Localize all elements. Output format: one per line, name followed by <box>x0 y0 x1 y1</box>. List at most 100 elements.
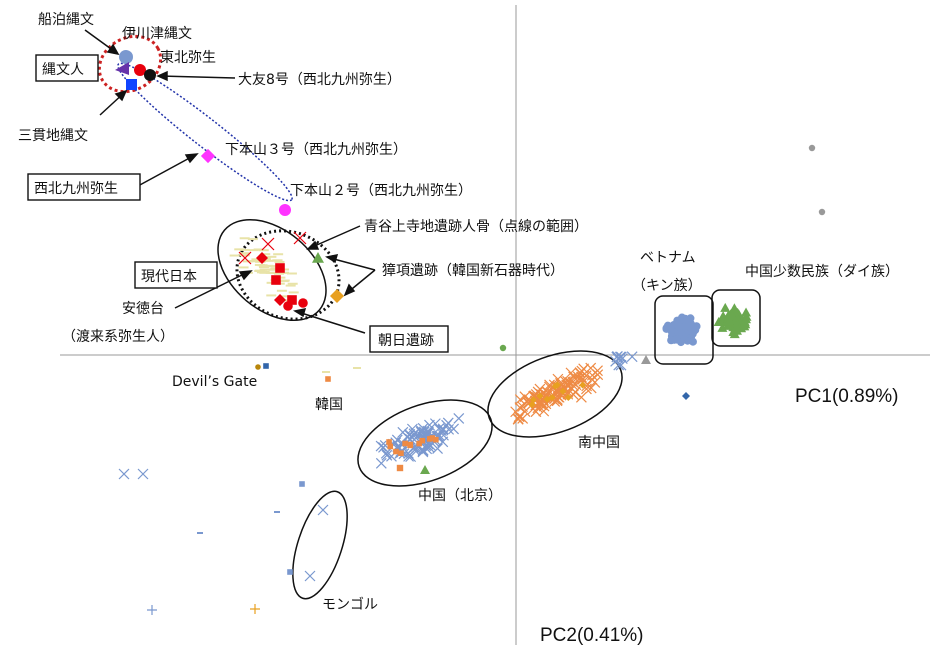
scatter-point-510 <box>299 481 305 487</box>
sanganji-label: 三貫地縄文 <box>18 128 88 144</box>
scatter-point-237 <box>510 406 522 418</box>
scatter-point-410 <box>691 326 700 335</box>
mongol-label: モンゴル <box>322 596 378 613</box>
scatter-point-493 <box>293 231 307 245</box>
scatter-point-392 <box>683 315 692 324</box>
antokudai-label-2: （渡来系弥生人） <box>62 328 174 345</box>
higashikita-point <box>134 64 146 76</box>
arrowhead-sanganji <box>114 89 128 102</box>
kinh-box <box>654 295 714 365</box>
scatter-point-290 <box>559 387 567 395</box>
scatter-point-465 <box>739 321 750 331</box>
ikawazu-point <box>115 62 129 75</box>
scatter-point-518 <box>317 504 329 516</box>
nw-kyushu-range-ellipse <box>117 62 293 202</box>
otomo8-label: 大友8号（西北九州弥生） <box>238 71 401 88</box>
shimomotoyama2-point <box>279 204 291 216</box>
arrowhead-janghang-1 <box>325 254 339 264</box>
korea-label: 韓国 <box>315 397 343 413</box>
scatter-point-283 <box>579 381 587 389</box>
scatter-point-504 <box>808 144 816 152</box>
scatter-point-260 <box>535 399 547 411</box>
modern-jp-box-frame <box>134 261 218 289</box>
asahi-box-frame <box>369 325 449 353</box>
scatter-point-70 <box>453 413 465 424</box>
scatter-point-499 <box>283 301 293 311</box>
funadomari-point <box>119 50 133 64</box>
modern-jp-box-label: 現代日本 <box>141 269 197 285</box>
scatter-point-269 <box>586 369 598 381</box>
scatter-point-264 <box>534 383 546 395</box>
y-axis-label: PC2(0.41%) <box>540 625 644 646</box>
asahi-box-label: 朝日遺跡 <box>378 333 434 349</box>
scatter-point-286 <box>529 396 537 404</box>
sanganji-point <box>126 79 137 90</box>
north-china-label: 中国（北京） <box>418 488 502 504</box>
annotation-arrows <box>84 29 376 334</box>
scatter-point-415 <box>720 302 731 312</box>
scatter-point-496 <box>275 263 285 273</box>
arrow-janghang-1 <box>329 257 376 271</box>
scatter-point-411 <box>673 320 682 329</box>
scatter-point-477 <box>724 316 735 326</box>
scatter-point-152 <box>381 449 393 461</box>
scatter-point-481 <box>728 326 739 336</box>
scatter-point-408 <box>672 335 681 344</box>
scatter-point-161 <box>402 440 408 447</box>
arrowhead-antokudai <box>238 270 253 281</box>
scatter-point-474 <box>729 303 740 313</box>
shimomotoyama3-label: 下本山３号（西北九州弥生） <box>225 141 407 158</box>
highlight-points <box>115 50 291 216</box>
dai-box <box>711 289 761 347</box>
scatter-point-140 <box>375 440 387 452</box>
scatter-point-167 <box>429 435 436 441</box>
scatter-point-160 <box>398 450 404 456</box>
arrowhead-aoya <box>306 240 320 250</box>
scatter-point-449 <box>741 307 752 317</box>
data-points <box>118 144 826 615</box>
scatter-point-244 <box>543 381 555 393</box>
scatter-point-455 <box>717 322 728 332</box>
scatter-point-478 <box>713 317 724 327</box>
scatter-point-276 <box>564 376 576 388</box>
jomon-box-frame <box>35 54 99 82</box>
scatter-point-109 <box>405 451 417 463</box>
scatter-point-288 <box>553 381 561 389</box>
scatter-point-289 <box>536 392 544 400</box>
arrowhead-otomo8 <box>156 70 168 82</box>
scatter-point-99 <box>403 450 414 462</box>
scatter-point-521 <box>641 355 651 364</box>
scatter-point-388 <box>688 337 697 346</box>
ikawazu-label: 伊川津縄文 <box>122 26 192 42</box>
scatter-point-500 <box>298 298 308 308</box>
nw-kyushu-box-label: 西北九州弥生 <box>34 180 118 197</box>
scatter-point-291 <box>528 401 536 409</box>
scatter-point-255 <box>585 362 597 374</box>
scatter-point-162 <box>393 448 399 455</box>
higashikita-label: 東北弥生 <box>160 49 216 66</box>
scatter-point-505 <box>818 208 826 216</box>
scatter-point-517 <box>250 604 260 614</box>
scatter-point-501 <box>274 294 286 306</box>
arrowhead-nw-kyushu <box>184 153 199 164</box>
modern-japanese-ellipse <box>217 218 327 322</box>
scatter-point-509 <box>325 376 331 382</box>
nw-kyushu-box-frame <box>27 173 141 201</box>
scatter-point-511 <box>287 569 293 575</box>
south-china-label: 南中国 <box>578 435 620 451</box>
scatter-point-480 <box>739 316 750 326</box>
scatter-point-503 <box>330 289 344 303</box>
arrow-antokudai <box>174 271 249 309</box>
funadomari-label: 船泊縄文 <box>38 12 94 28</box>
aoya-label: 青谷上寺地遺跡人骨（点線の範囲） <box>364 218 588 235</box>
scatter-point-163 <box>386 439 392 445</box>
jomon-box-label: 縄文人 <box>42 62 84 78</box>
scatter-point-507 <box>255 364 261 370</box>
scatter-point-523 <box>396 464 404 472</box>
scatter-point-492 <box>261 237 275 251</box>
scatter-point-485 <box>615 359 627 371</box>
shimomotoyama3-point <box>200 148 216 164</box>
janghang-label: 獐項遺跡（韓国新石器時代） <box>382 263 564 279</box>
south-china-ellipse <box>487 350 623 438</box>
scatter-point-512 <box>118 468 130 480</box>
